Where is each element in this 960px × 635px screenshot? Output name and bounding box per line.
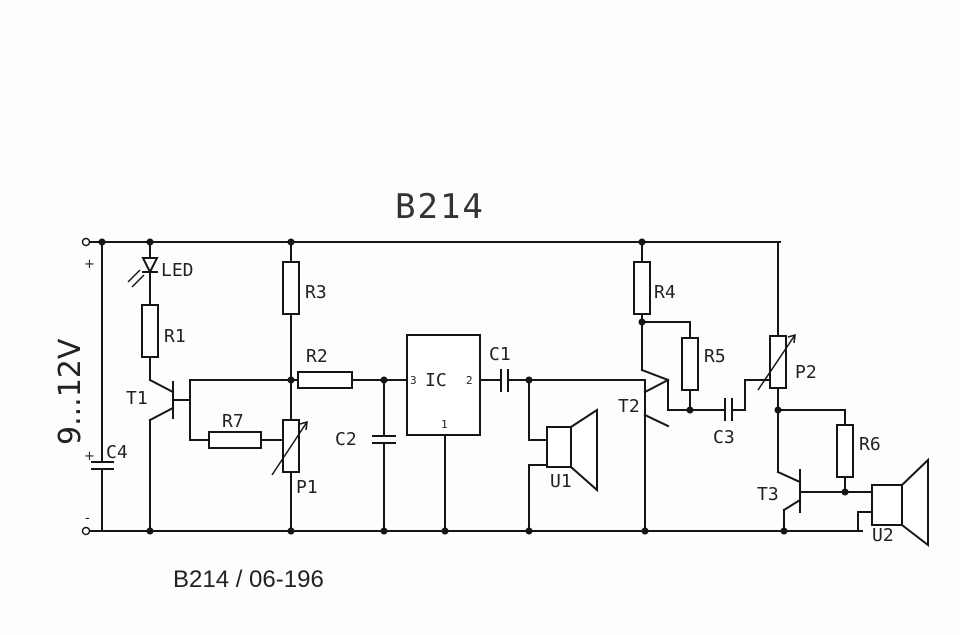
transistor-t1: T1 xyxy=(126,378,191,532)
positive-rail: + xyxy=(81,237,781,272)
ic: IC 3 2 1 xyxy=(406,334,502,532)
led: LED xyxy=(127,241,194,306)
svg-text:1: 1 xyxy=(441,418,448,431)
capacitor-c3: C3 xyxy=(713,379,771,448)
minus-sign: - xyxy=(85,511,90,526)
c2-label: C2 xyxy=(335,429,357,450)
capacitor-c2: C2 xyxy=(335,379,396,532)
svg-text:2: 2 xyxy=(466,374,473,387)
u1-label: U1 xyxy=(550,471,572,492)
diagram-title: B214 xyxy=(395,187,485,227)
resistor-r2: R2 xyxy=(297,346,408,389)
r1-label: R1 xyxy=(164,326,186,347)
resistor-r6: R6 xyxy=(777,409,881,493)
svg-text:3: 3 xyxy=(410,374,417,387)
ic-label: IC xyxy=(425,370,447,391)
speaker-u2: U2 xyxy=(857,457,929,548)
r3-label: R3 xyxy=(305,282,327,303)
potentiometer-p1: P1 xyxy=(271,419,318,532)
resistor-r4: R4 xyxy=(633,241,676,371)
supply-voltage-label: 9...12V xyxy=(53,338,88,445)
led-label: LED xyxy=(161,260,194,281)
p2-label: P2 xyxy=(795,362,817,383)
u2-label: U2 xyxy=(872,525,894,546)
transistor-t2: T2 xyxy=(618,321,726,532)
c4-label: C4 xyxy=(106,442,128,463)
resistor-r1: R1 xyxy=(141,304,186,381)
junction-dots xyxy=(98,238,849,535)
c3-label: C3 xyxy=(713,427,735,448)
resistor-r5: R5 xyxy=(681,321,726,411)
r5-label: R5 xyxy=(704,346,726,367)
svg-text:+: + xyxy=(84,449,95,464)
c1-label: C1 xyxy=(489,344,511,365)
capacitor-c1: C1 xyxy=(489,344,646,392)
transistor-t3: T3 xyxy=(757,469,873,532)
resistor-r3: R3 xyxy=(282,241,327,421)
r7-label: R7 xyxy=(222,411,244,432)
r4-label: R4 xyxy=(654,282,676,303)
t1-label: T1 xyxy=(126,388,148,409)
potentiometer-p2: P2 xyxy=(757,241,817,473)
r6-label: R6 xyxy=(859,434,881,455)
p1-label: P1 xyxy=(296,477,318,498)
diagram-code: B214 / 06-196 xyxy=(173,566,324,593)
negative-rail: - xyxy=(81,511,863,536)
plus-sign: + xyxy=(84,257,95,272)
resistor-r7: R7 xyxy=(208,411,262,449)
t3-label: T3 xyxy=(757,484,779,505)
r2-label: R2 xyxy=(306,346,328,367)
t2-label: T2 xyxy=(618,396,640,417)
speaker-u1: U1 xyxy=(528,379,598,532)
capacitor-c4: + C4 xyxy=(84,241,128,532)
